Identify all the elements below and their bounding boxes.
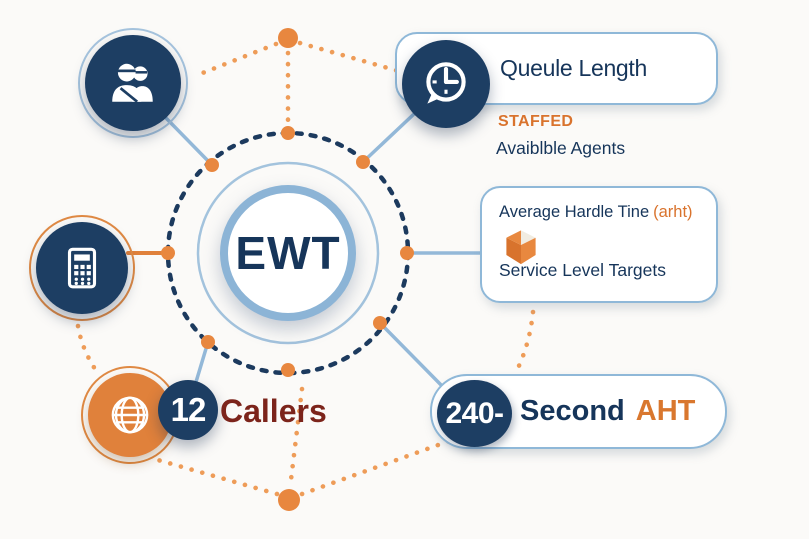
aht-card: 240- Second AHT	[430, 374, 727, 449]
ray-bottom-right	[299, 437, 455, 497]
calculator-node	[36, 222, 128, 314]
ray-bottom-left	[155, 457, 280, 497]
agents-node	[85, 35, 181, 131]
ring-dot-e	[400, 246, 414, 260]
ring-dot-s	[281, 363, 295, 377]
globe-icon	[111, 396, 149, 434]
clock-icon	[426, 62, 466, 104]
staffed-label: STAFFED	[498, 113, 574, 130]
people-icon	[112, 63, 153, 103]
handle-time-title-accent: (arht)	[653, 203, 693, 221]
hub-dot-top	[278, 28, 298, 48]
available-agents-label: Avaiblble Agents	[496, 138, 626, 158]
handle-time-title: Average Hardle Tine(arht)	[499, 203, 693, 222]
spoke-ne	[361, 112, 416, 164]
ring-dot-se	[373, 316, 387, 330]
hub-dot-bottom	[278, 489, 300, 511]
ring-dot-sw	[201, 335, 215, 349]
aht-value-badge: 240-	[437, 380, 512, 447]
callers-count: 12	[170, 391, 207, 428]
ring-dot-ne	[356, 155, 370, 169]
ring-dot-w	[161, 246, 175, 260]
spoke-nw	[164, 116, 214, 167]
thin-ring	[196, 161, 380, 345]
ray-calc-globe	[75, 323, 100, 375]
callers-label: Callers	[220, 393, 327, 429]
queue-time-node	[402, 40, 490, 128]
callers-count-badge: 12	[158, 380, 218, 440]
aht-value: 240-	[445, 396, 504, 430]
aht-label: Second	[520, 395, 625, 427]
center-ewt-circle: EWT	[220, 185, 356, 321]
center-ewt-label: EWT	[235, 227, 341, 279]
ring-dot-nw	[205, 158, 219, 172]
package-icon	[502, 224, 540, 266]
handle-time-title-main: Average Hardle Tine	[499, 203, 650, 221]
spoke-se	[378, 321, 448, 392]
handle-time-card: Average Hardle Tine(arht) Service Level …	[480, 186, 718, 303]
ray-top-right	[297, 40, 405, 75]
calculator-node-ring	[29, 215, 135, 321]
aht-label-row: Second AHT	[520, 376, 695, 447]
calculator-icon	[67, 247, 97, 289]
queue-length-title: Queule Length	[500, 55, 648, 81]
ray-top-left	[197, 41, 279, 77]
aht-accent: AHT	[635, 395, 696, 427]
agents-node-ring	[78, 28, 188, 138]
ring-dot-n	[281, 126, 295, 140]
ray-service-aht	[515, 309, 536, 371]
service-level-label: Service Level Targets	[499, 260, 666, 280]
